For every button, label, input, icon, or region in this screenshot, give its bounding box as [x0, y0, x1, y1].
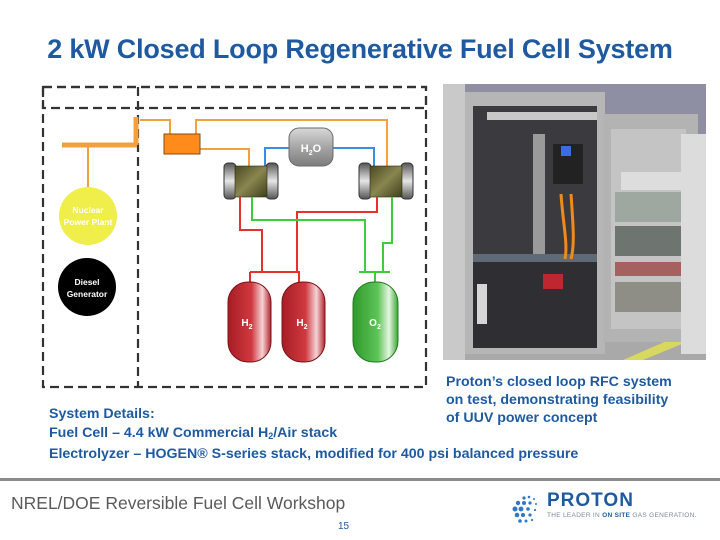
footer-divider — [0, 478, 720, 481]
proton-globe-icon — [512, 495, 537, 523]
svg-text:Generator: Generator — [67, 289, 108, 299]
slide-title: 2 kW Closed Loop Regenerative Fuel Cell … — [47, 34, 673, 64]
svg-text:O2: O2 — [369, 318, 381, 331]
power-lines — [62, 117, 388, 188]
oxygen-tank: O2 — [352, 281, 399, 363]
water-tank: H2O — [288, 127, 334, 167]
rfc-system-photo — [443, 84, 706, 360]
outer-dashed-box — [41, 85, 428, 389]
fuel-cell-detail: Fuel Cell – 4.4 kW Commercial H2/Air sta… — [49, 424, 338, 441]
workshop-name: NREL/DOE Reversible Fuel Cell Workshop — [11, 493, 346, 513]
proton-logo: PROTON THE LEADER IN ON SITE GAS GENERAT… — [510, 490, 720, 530]
hydrogen-lines — [239, 197, 378, 283]
svg-text:H2: H2 — [241, 318, 252, 331]
caption-line: on test, demonstrating feasibility — [446, 392, 669, 408]
photo-caption: Proton’s closed loop RFC system on test,… — [446, 373, 716, 427]
svg-text:Nuclear: Nuclear — [72, 205, 104, 215]
details-heading: System Details: — [49, 406, 155, 422]
top-dashed-box — [41, 85, 428, 110]
fuel-cell-stack — [223, 162, 279, 200]
svg-text:Power Plant: Power Plant — [64, 217, 113, 227]
hydrogen-tank-1: H2 — [227, 281, 272, 363]
diesel-generator: Diesel Generator — [58, 258, 116, 316]
caption-line: Proton’s closed loop RFC system — [446, 374, 672, 390]
caption-line: of UUV power concept — [446, 410, 598, 426]
page-number: 15 — [338, 521, 350, 532]
logo-tagline: THE LEADER IN ON SITE GAS GENERATION. — [547, 512, 697, 519]
water-lines — [264, 147, 375, 166]
power-conditioner-box — [163, 133, 201, 155]
svg-text:H2: H2 — [296, 318, 307, 331]
hydrogen-tank-2: H2 — [281, 281, 326, 363]
svg-text:H2O: H2O — [301, 143, 322, 157]
cabinet-illustration — [443, 84, 706, 360]
nuclear-power-plant: Nuclear Power Plant — [59, 187, 117, 245]
svg-text:Diesel: Diesel — [74, 277, 99, 287]
electrolyzer-detail: Electrolyzer – HOGEN® S-series stack, mo… — [49, 446, 579, 462]
system-details: System Details: Fuel Cell – 4.4 kW Comme… — [49, 405, 578, 464]
electrolyzer-stack — [358, 162, 414, 200]
oxygen-lines — [251, 197, 393, 283]
logo-wordmark: PROTON — [547, 490, 634, 511]
